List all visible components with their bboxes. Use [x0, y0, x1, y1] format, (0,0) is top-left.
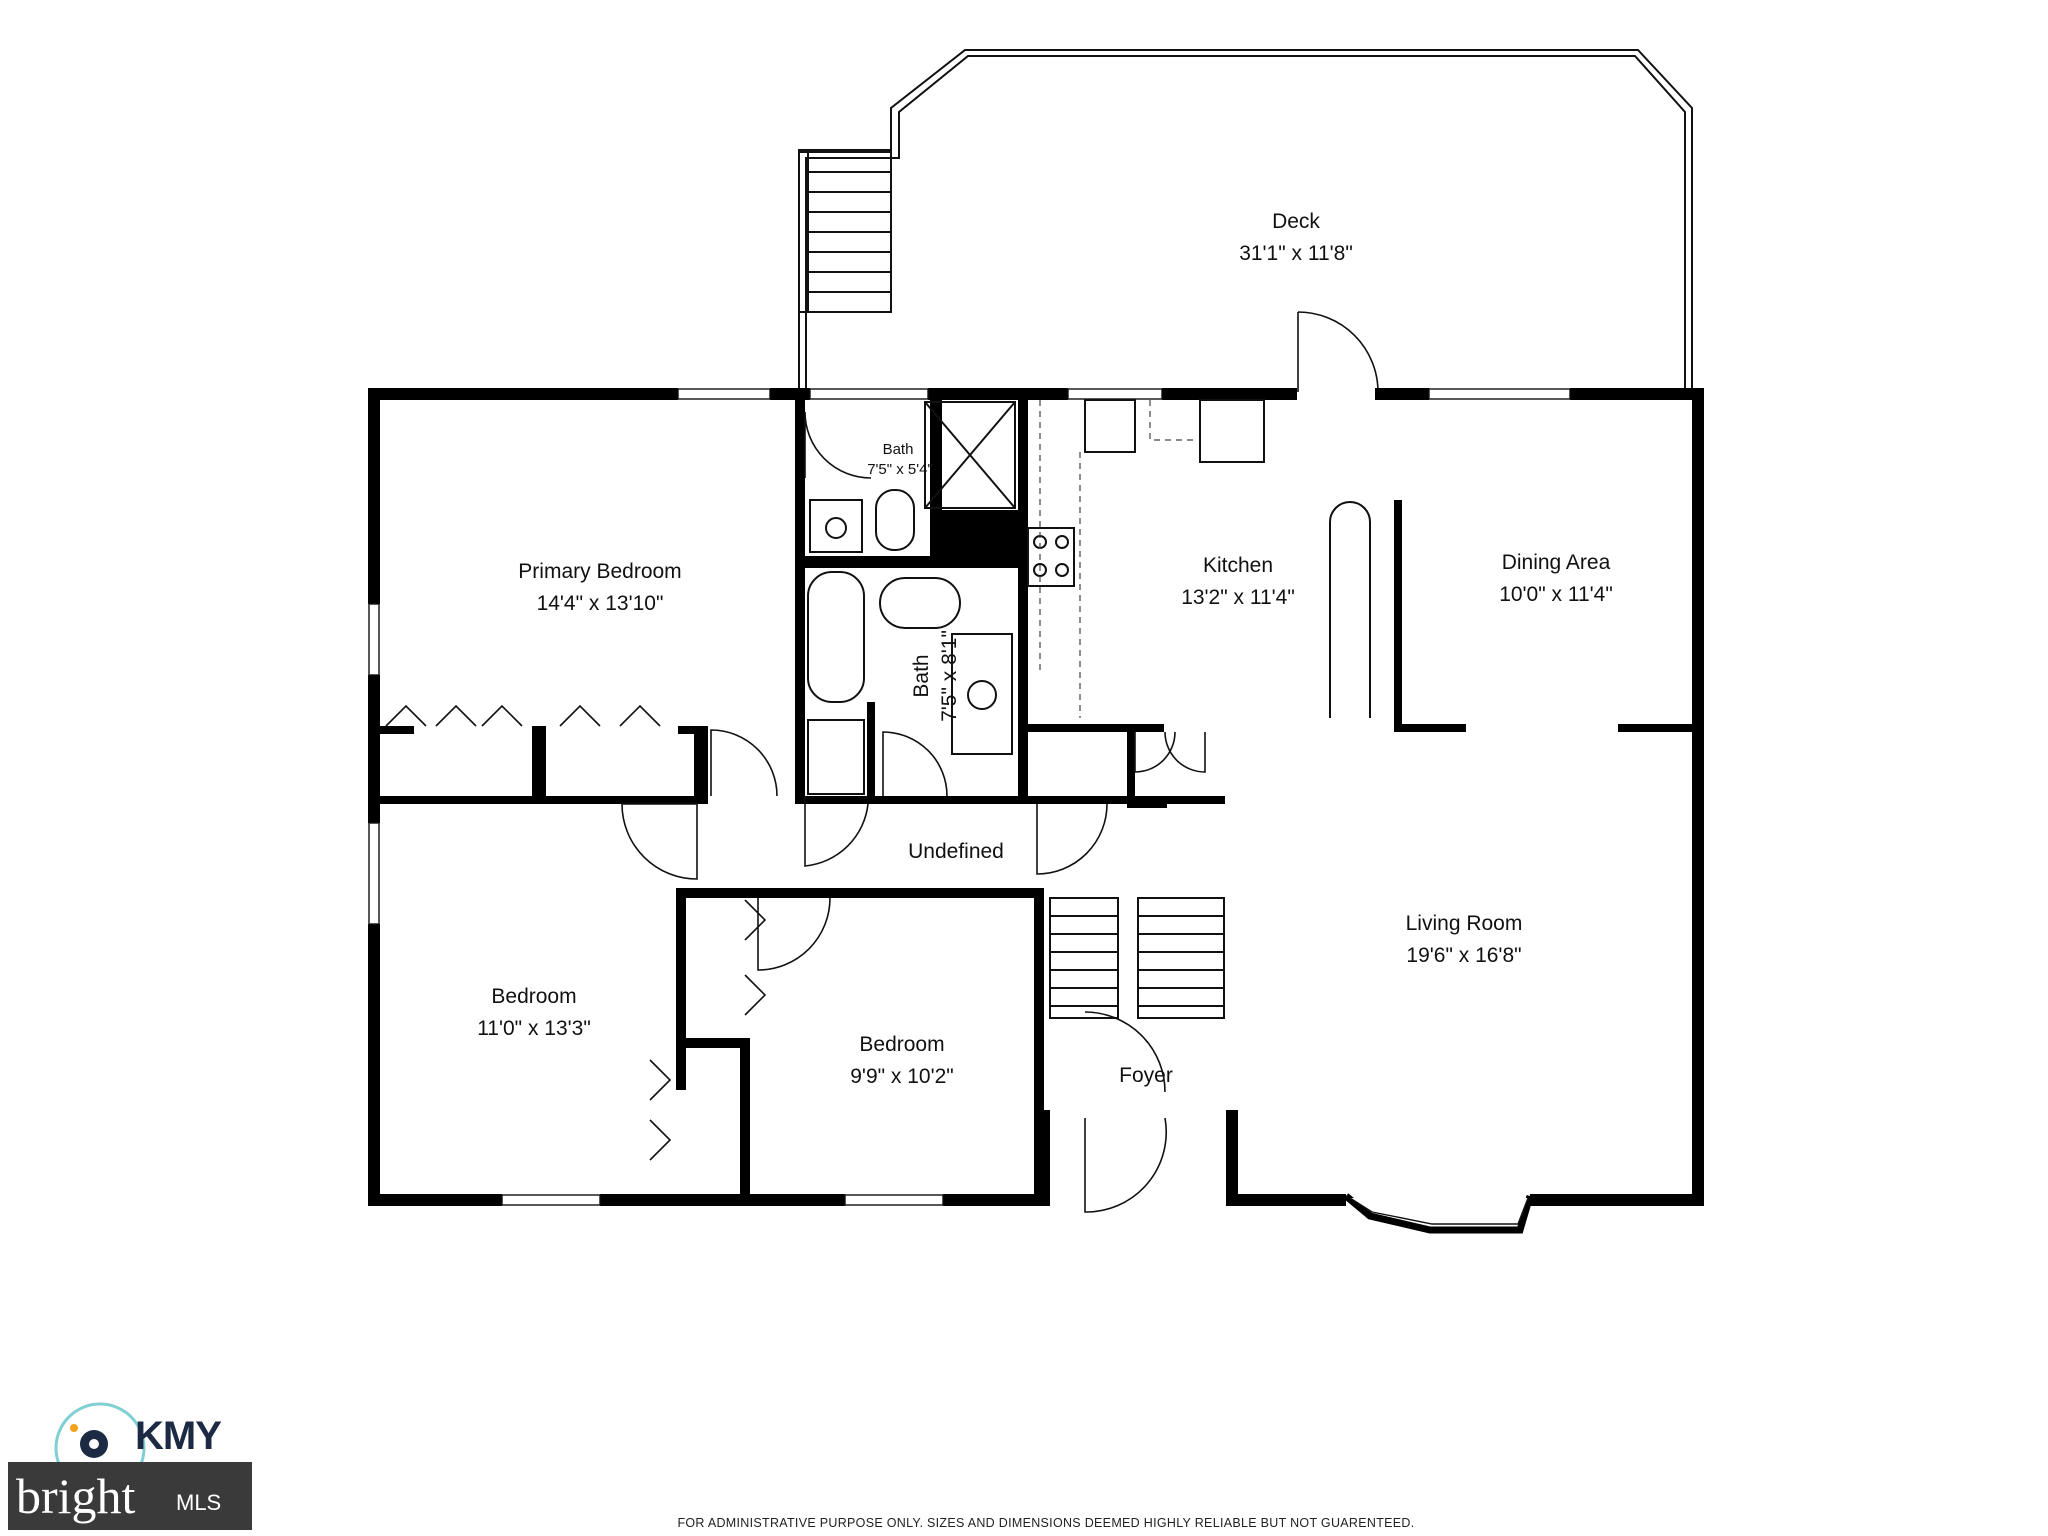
primary-bedroom-name: Primary Bedroom — [518, 560, 681, 583]
deck-stairs — [798, 151, 892, 313]
foyer-name: Foyer — [1119, 1064, 1173, 1087]
bay-window — [1343, 1193, 1534, 1234]
primary-bedroom-dims: 14'4" x 13'10" — [537, 592, 664, 615]
closet-bifolds — [385, 704, 767, 1161]
kitchen-name: Kitchen — [1203, 554, 1273, 577]
deck-outline — [798, 49, 1693, 390]
deck-door-swing — [1297, 311, 1379, 393]
bright-logo-text: bright — [16, 1468, 136, 1524]
bath-upper-dims: 7'5" x 5'4" — [867, 461, 933, 478]
windows — [368, 388, 1571, 1206]
bedroom-left-name: Bedroom — [491, 985, 576, 1008]
dining-name: Dining Area — [1502, 551, 1611, 574]
mls-logo-text: MLS — [176, 1490, 222, 1515]
bath-lower-name: Bath — [910, 654, 933, 697]
interior-stairs — [1049, 897, 1225, 1019]
bright-mls-logo — [8, 1462, 252, 1530]
kitchen-dims: 13'2" x 11'4" — [1181, 586, 1295, 609]
disclaimer: FOR ADMINISTRATIVE PURPOSE ONLY. SIZES A… — [677, 1516, 1414, 1530]
dining-dims: 10'0" x 11'4" — [1499, 583, 1613, 606]
kmy-logo-text: KMY — [135, 1414, 222, 1458]
interior-walls — [378, 388, 1704, 1206]
undefined-name: Undefined — [908, 840, 1004, 863]
bath-lower-dims: 7'5" x 8'1" — [938, 630, 961, 722]
bath-fixtures — [807, 401, 1016, 795]
living-name: Living Room — [1406, 912, 1523, 935]
deck-name: Deck — [1272, 210, 1320, 233]
bath-upper-name: Bath — [883, 441, 914, 458]
bedroom-mid-dims: 9'9" x 10'2" — [850, 1065, 954, 1088]
bedroom-left-dims: 11'0" x 13'3" — [477, 1017, 591, 1040]
door-swings — [621, 411, 1206, 1213]
kitchen-fixtures — [1027, 399, 1371, 718]
deck-dims: 31'1" x 11'8" — [1239, 242, 1353, 265]
bedroom-mid-name: Bedroom — [859, 1033, 944, 1056]
living-dims: 19'6" x 16'8" — [1406, 944, 1521, 967]
